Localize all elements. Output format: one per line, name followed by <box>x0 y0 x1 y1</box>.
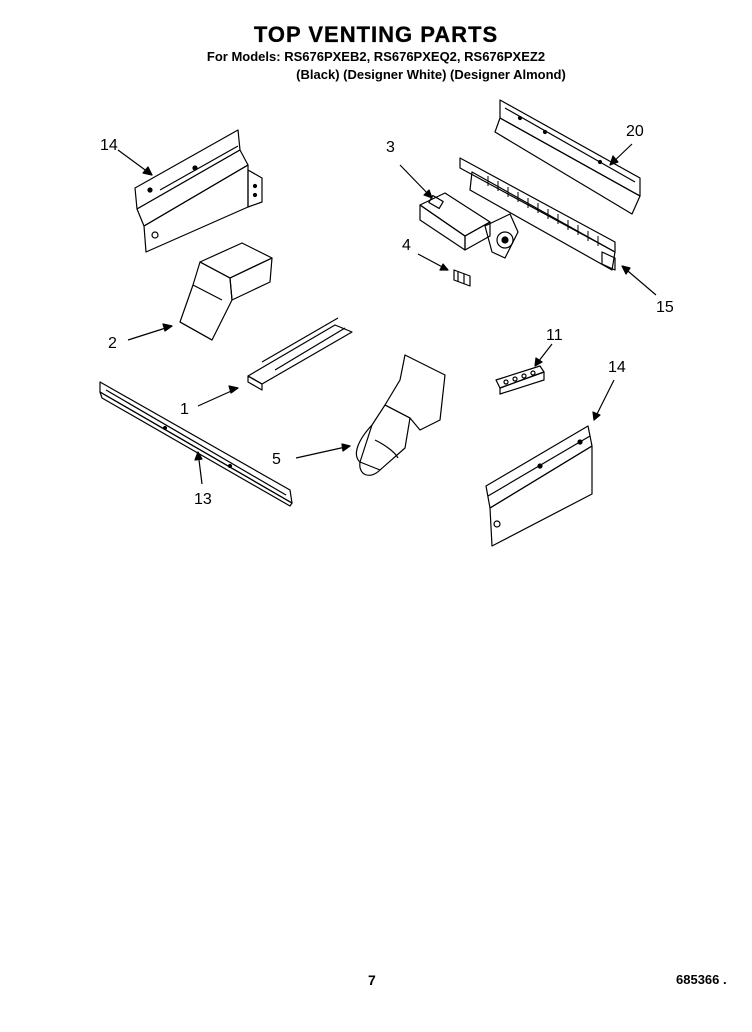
callout-14-top: 14 <box>100 137 118 154</box>
part-13-rail <box>99 381 293 507</box>
callout-4: 4 <box>402 237 411 254</box>
callout-13: 13 <box>194 491 212 508</box>
document-number: 685366 . <box>676 972 727 987</box>
callout-11: 11 <box>546 327 563 344</box>
part-2-duct <box>179 242 273 341</box>
callout-14-right: 14 <box>608 359 626 376</box>
part-15-bracket <box>459 157 616 271</box>
part-14-right-panel <box>485 425 593 547</box>
part-4-connector <box>453 269 471 287</box>
part-20-panel <box>494 99 641 215</box>
callout-2: 2 <box>108 335 117 352</box>
part-11-terminal <box>495 365 545 395</box>
page-title: TOP VENTING PARTS <box>253 22 499 47</box>
part-14-top-bracket <box>134 129 263 253</box>
callout-5: 5 <box>272 451 281 468</box>
page-number: 7 <box>368 972 376 988</box>
model-numbers: For Models: RS676PXEB2, RS676PXEQ2, RS67… <box>206 49 546 64</box>
callout-15: 15 <box>656 299 674 316</box>
callout-1: 1 <box>180 401 189 418</box>
part-3-motor <box>419 192 519 259</box>
callout-3: 3 <box>386 139 395 156</box>
part-5-chute <box>355 354 446 476</box>
callout-20: 20 <box>626 123 644 140</box>
part-1-strip <box>247 317 353 391</box>
leader-5 <box>295 445 351 459</box>
model-colors: (Black) (Designer White) (Designer Almon… <box>296 67 566 82</box>
